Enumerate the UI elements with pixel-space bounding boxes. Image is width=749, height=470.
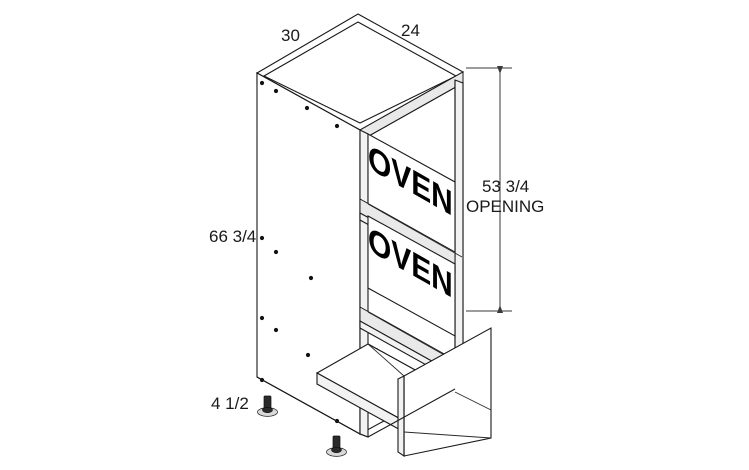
dimension-label-toe-kick: 4 1/2 — [211, 394, 249, 413]
dimension-label-width: 24 — [401, 21, 420, 40]
lower-oven-opening — [367, 215, 456, 337]
cabinet-bottom-edge — [256, 376, 456, 438]
dimension-label-depth: 30 — [281, 26, 300, 45]
dimension-label-cabinet-height: 66 3/4 — [209, 227, 256, 246]
leveler-leg-back-left — [257, 395, 278, 417]
drawer-pulled-out — [315, 327, 492, 458]
leveler-leg-front-left — [326, 435, 347, 457]
shelf-pin-holes — [259, 80, 340, 424]
drawer-slide-rails — [367, 343, 492, 411]
dimension-label-opening-word: OPENING — [466, 197, 544, 216]
dimension-label-opening-value: 53 3/4 — [482, 177, 529, 196]
dimension-opening-height — [466, 66, 512, 313]
